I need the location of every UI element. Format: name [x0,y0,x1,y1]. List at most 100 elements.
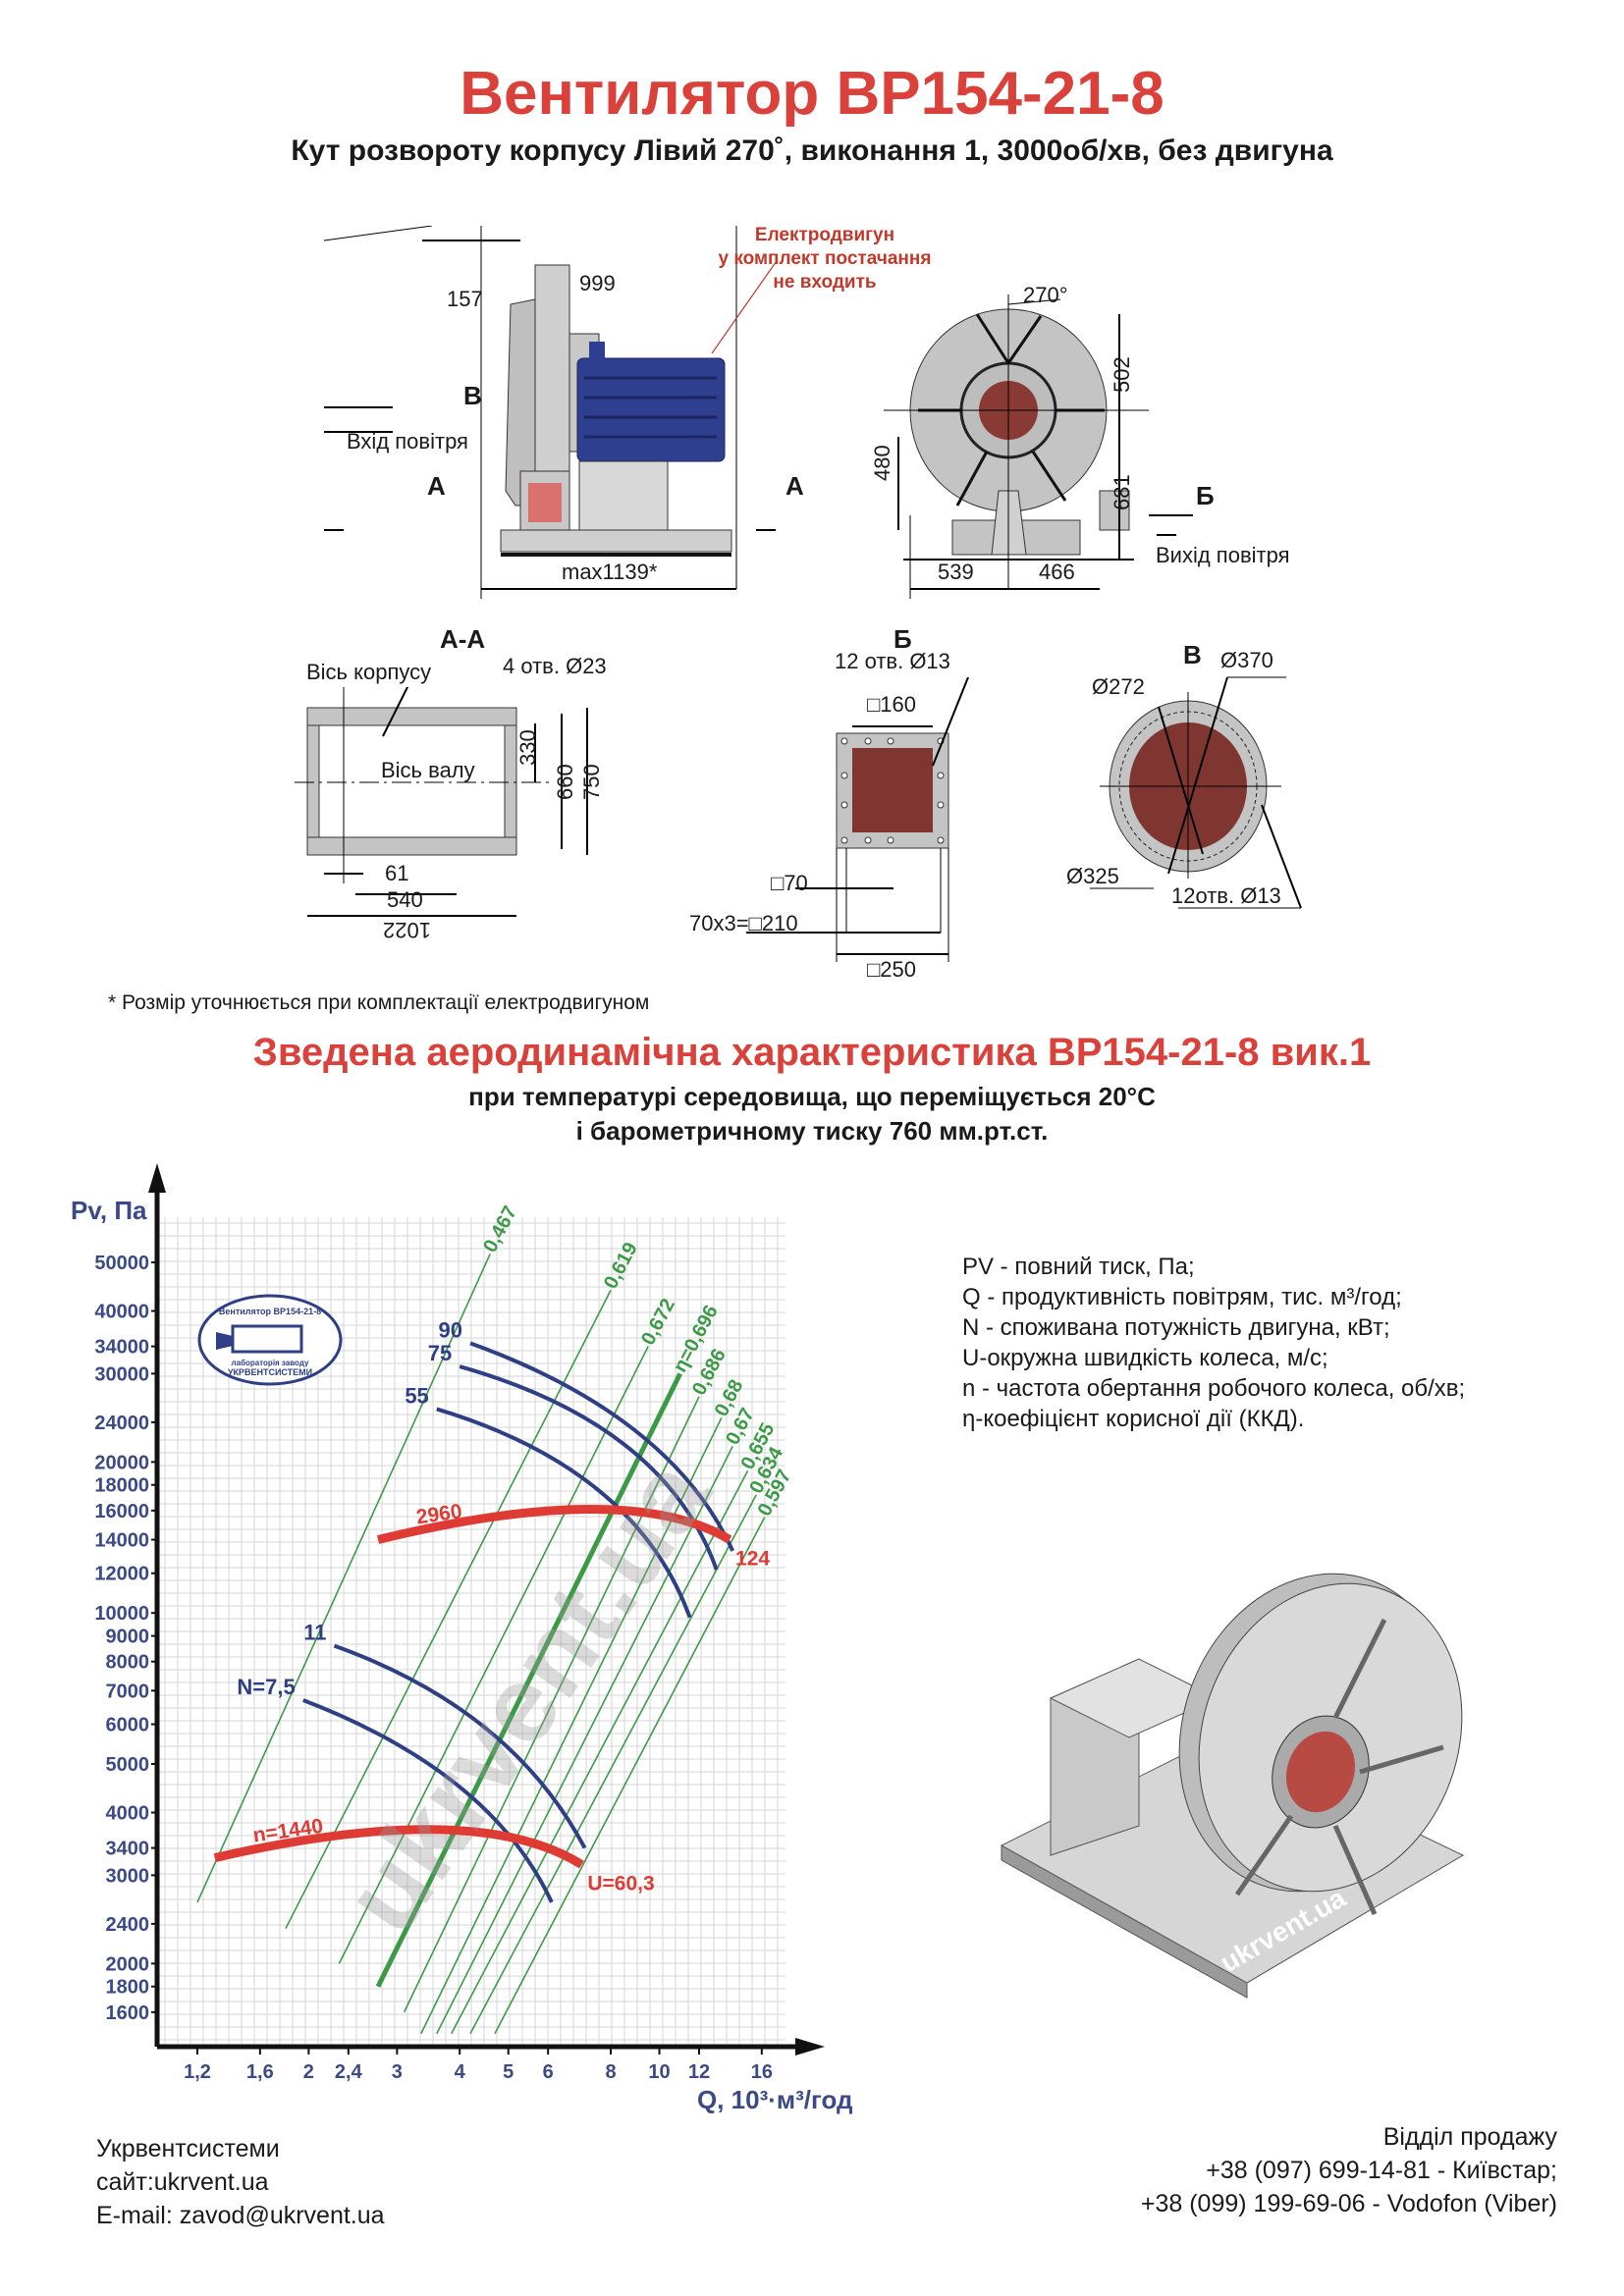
b-holes-label: 12 отв. Ø13 [835,649,950,673]
section-v-title: В [1183,640,1202,669]
label-section-a-right: А [785,471,804,501]
company-email[interactable]: E-mail: zavod@ukrvent.ua [96,2202,385,2229]
power-curve [436,1407,692,1619]
legend-item: η-коефіцієнт корисної дії (ККД). [962,1406,1305,1432]
chart-ticks: 5000040000340003000024000200001800016000… [94,1253,773,2083]
power-curve-label: 75 [428,1341,452,1365]
efficiency-line [403,1396,700,2013]
x-axis-label: Q, 10³·м³/год [697,2085,853,2114]
shaft-axis-label: Вісь валу [381,758,475,782]
aero-subtitle-1: при температурі середовища, що переміщує… [468,1082,1156,1111]
dim-540: 540 [387,887,423,912]
x-tick-label: 2,4 [335,2061,363,2083]
aero-title: Зведена аеродинамічна характеристика ВР1… [252,1031,1372,1074]
y-tick-label: 50000 [94,1253,149,1274]
y-tick-label: 3400 [106,1839,150,1860]
stamp-top-text: Вентилятор ВР154-21-8 [219,1307,321,1316]
y-tick-label: 34000 [94,1337,149,1359]
x-tick-label: 12 [688,2061,710,2083]
dim-325: Ø325 [1066,864,1119,888]
front-view-drawing [884,294,1193,599]
housing-axis-label: Вісь корпусу [306,660,432,684]
speed-curve-end-label: 124 [735,1548,770,1571]
dim-157: 157 [447,287,483,311]
efficiency-line [338,1346,649,1964]
x-tick-label: 2 [303,2061,314,2083]
x-tick-label: 3 [392,2061,403,2083]
dim-681: 681 [1110,474,1134,510]
company-site[interactable]: сайт:ukrvent.ua [96,2168,269,2196]
x-tick-label: 16 [751,2061,773,2083]
y-tick-label: 2000 [106,1953,150,1975]
speed-curve [376,1504,732,1544]
x-tick-label: 5 [503,2061,514,2083]
y-tick-label: 18000 [94,1475,149,1497]
dim-250: □250 [867,957,916,982]
y-tick-label: 5000 [106,1754,150,1776]
dim-660: 660 [553,764,577,800]
chart-legend: PV - повний тиск, Па; Q - продуктивність… [962,1252,1465,1434]
y-tick-label: 12000 [94,1564,149,1585]
efficiency-line [494,1517,766,2035]
aa-holes-label: 4 отв. Ø23 [503,654,607,678]
y-tick-label: 8000 [106,1652,150,1674]
label-view-b: Б [1196,481,1215,510]
y-tick-label: 7000 [106,1681,150,1702]
dim-1022: 1022 [383,918,431,942]
dim-999: 999 [579,271,616,295]
stamp-brand-text: УКРВЕНТСИСТЕМИ [228,1367,312,1377]
dim-466: 466 [1039,560,1075,584]
x-tick-label: 1,6 [246,2061,274,2083]
y-tick-label: 16000 [94,1501,149,1522]
motor-note-line: не входить [773,272,877,293]
aero-chart: 0,4670,6190,672η=0,6960,6860,680,670,655… [71,1163,853,2114]
dim-210: 70х3=□210 [689,911,798,935]
dim-angle-270: 270° [1023,283,1068,307]
power-curve [459,1364,719,1571]
v-holes-label: 12отв. Ø13 [1171,883,1281,908]
y-tick-label: 1600 [106,2002,150,2024]
dim-370: Ø370 [1220,648,1273,672]
efficiency-line [469,1494,757,2035]
x-tick-label: 8 [605,2061,616,2083]
power-curve [469,1341,735,1552]
stamp-bottom-text: лабораторія заводу [232,1359,309,1367]
sales-phone-2[interactable]: +38 (099) 199-69-06 - Vodofon (Viber) [1140,2190,1557,2217]
air-outlet-label: Вихід повітря [1156,543,1290,567]
footer-contacts: Укрвентсистеми сайт:ukrvent.ua E-mail: z… [96,2132,385,2232]
label-section-a-left: А [427,471,446,501]
y-tick-label: 6000 [106,1715,150,1736]
dim-70: □70 [771,871,808,895]
aero-subtitle-2: і барометричному тиску 760 мм.рт.ст. [575,1116,1049,1146]
y-tick-label: 14000 [94,1530,149,1552]
y-axis-label: Pv, Па [71,1196,147,1225]
x-tick-label: 1,2 [184,2061,211,2083]
y-tick-label: 30000 [94,1363,149,1385]
motor-note: Електродвигун у комплект постачання не в… [687,224,962,294]
dim-750: 750 [579,764,604,800]
dim-330: 330 [515,729,540,766]
x-axis-arrow [795,2038,825,2056]
y-tick-label: 2400 [106,1914,150,1936]
efficiency-line [436,1445,733,2035]
sales-title: Відділ продажу [1382,2123,1557,2151]
sales-phone-1[interactable]: +38 (097) 699-14-81 - Київстар; [1206,2157,1557,2184]
section-aa-title: А-А [440,624,486,654]
motor-note-line: у комплект постачання [718,248,932,269]
y-axis-arrow [148,1163,166,1193]
page-title: Вентилятор ВР154-21-8 [460,60,1164,128]
speed-curve-end-label: U=60,3 [587,1873,654,1896]
x-tick-label: 6 [543,2061,554,2083]
section-v-drawing [1090,676,1302,909]
y-tick-label: 24000 [94,1413,149,1434]
x-tick-label: 4 [455,2061,466,2083]
y-tick-label: 1800 [106,1977,150,1999]
x-tick-label: 10 [648,2061,670,2083]
chart-stamp: Вентилятор ВР154-21-8 лабораторія заводу… [197,1294,343,1386]
legend-item: N - споживана потужність двигуна, кВт; [962,1314,1390,1341]
company-name: Укрвентсистеми [96,2135,280,2163]
dim-max-length: max1139* [562,560,658,584]
dim-480: 480 [870,445,894,481]
y-tick-label: 3000 [106,1865,150,1887]
